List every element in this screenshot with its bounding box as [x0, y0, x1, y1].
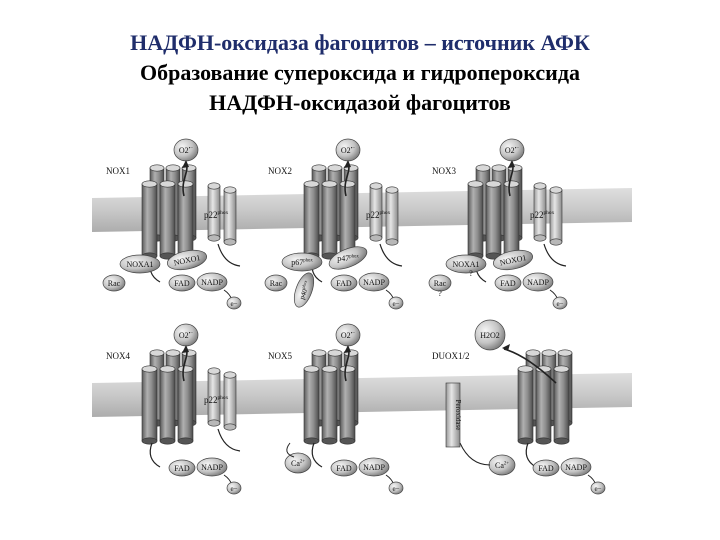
- rac-gtpase: Rac: [103, 275, 125, 291]
- nadph-domain: NADP: [561, 458, 591, 476]
- svg-text:NADP: NADP: [363, 278, 385, 287]
- nadph-domain: NADP: [523, 273, 553, 291]
- svg-text:NADP: NADP: [363, 463, 385, 472]
- electron-label: e−: [230, 485, 237, 493]
- helix-front: [160, 366, 175, 444]
- helix-front: [160, 181, 175, 259]
- svg-text:FAD: FAD: [500, 279, 516, 288]
- svg-text:Rac: Rac: [434, 279, 447, 288]
- svg-text:NADP: NADP: [565, 463, 587, 472]
- p22phox-helix: [550, 187, 562, 245]
- rac-gtpase: Rac: [265, 275, 287, 291]
- electron-label: e−: [392, 300, 399, 308]
- helix-front: [468, 181, 483, 259]
- product-label: H2O2: [480, 331, 500, 340]
- electron-label: e−: [594, 485, 601, 493]
- helix-front: [504, 181, 519, 259]
- fad-domain: FAD: [169, 275, 195, 291]
- fad-domain: FAD: [169, 460, 195, 476]
- nadph-domain: NADP: [359, 273, 389, 291]
- electron-label: e−: [392, 485, 399, 493]
- p22phox-helix: [224, 187, 236, 245]
- noxa1-subunit: NOXA1: [446, 255, 486, 273]
- unknown-marker: ?: [469, 269, 473, 278]
- helix-front: [518, 366, 533, 444]
- fad-domain: FAD: [331, 460, 357, 476]
- electron-label: e−: [556, 300, 563, 308]
- panel-label: NOX1: [106, 166, 130, 176]
- svg-text:FAD: FAD: [336, 464, 352, 473]
- helix-front: [304, 181, 319, 259]
- helix-front: [486, 181, 501, 259]
- panel-label: NOX5: [268, 351, 292, 361]
- svg-text:NADP: NADP: [201, 463, 223, 472]
- p22phox-helix: [224, 372, 236, 430]
- panel-label: NOX4: [106, 351, 130, 361]
- svg-text:Rac: Rac: [270, 279, 283, 288]
- unknown-marker: ?: [438, 289, 442, 298]
- svg-text:FAD: FAD: [174, 279, 190, 288]
- electron-label: e−: [230, 300, 237, 308]
- svg-text:FAD: FAD: [174, 464, 190, 473]
- p22phox-helix: [386, 187, 398, 245]
- n-terminus: [150, 443, 160, 467]
- helix-front: [322, 366, 337, 444]
- fad-domain: FAD: [495, 275, 521, 291]
- fad-domain: FAD: [533, 460, 559, 476]
- fad-domain: FAD: [331, 275, 357, 291]
- svg-text:NOXA1: NOXA1: [126, 260, 153, 269]
- svg-text:Rac: Rac: [108, 279, 121, 288]
- panel-label: DUOX1/2: [432, 351, 470, 361]
- svg-text:FAD: FAD: [538, 464, 554, 473]
- svg-text:NOXA1: NOXA1: [452, 260, 479, 269]
- helix-front: [536, 366, 551, 444]
- noxa1-subunit: NOXA1: [120, 255, 160, 273]
- helix-front: [340, 366, 355, 444]
- helix-front: [304, 366, 319, 444]
- n-terminus: [526, 443, 536, 467]
- n-terminus: [312, 443, 322, 467]
- svg-text:FAD: FAD: [336, 279, 352, 288]
- nadph-domain: NADP: [359, 458, 389, 476]
- nadph-domain: NADP: [197, 458, 227, 476]
- helix-front: [554, 366, 569, 444]
- peroxidase-label: Peroxidase: [454, 400, 462, 431]
- svg-text:NADP: NADP: [201, 278, 223, 287]
- nadph-domain: NADP: [197, 273, 227, 291]
- panel-label: NOX3: [432, 166, 456, 176]
- helix-front: [178, 366, 193, 444]
- helix-front: [142, 366, 157, 444]
- helix-front: [142, 181, 157, 259]
- helix-front: [178, 181, 193, 259]
- panel-label: NOX2: [268, 166, 292, 176]
- svg-text:NADP: NADP: [527, 278, 549, 287]
- helix-front: [322, 181, 337, 259]
